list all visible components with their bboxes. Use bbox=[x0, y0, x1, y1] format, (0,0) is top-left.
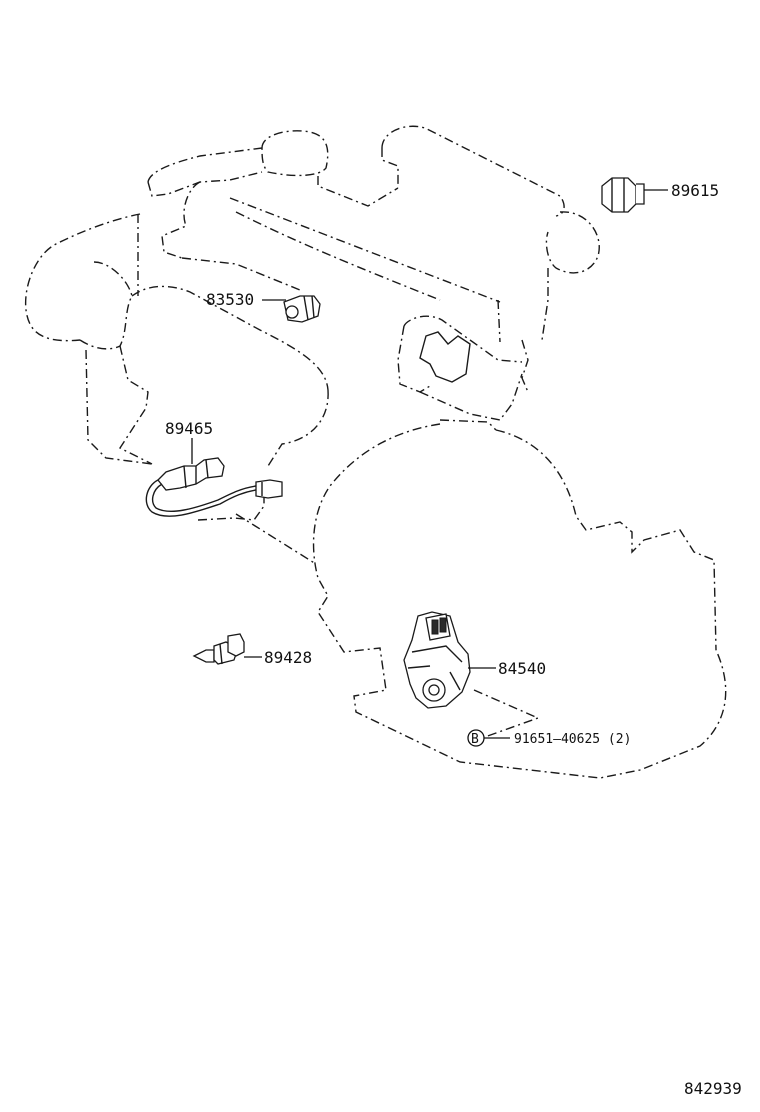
diagram-number: 842939 bbox=[684, 1079, 742, 1098]
engine-outline bbox=[25, 125, 727, 779]
bolt-marker-letter: B bbox=[471, 732, 479, 747]
part-label-89615[interactable]: 89615 bbox=[671, 181, 719, 200]
part-label-89428[interactable]: 89428 bbox=[264, 648, 312, 667]
part-89615-sensor[interactable] bbox=[601, 177, 645, 213]
part-83530-switch[interactable] bbox=[283, 295, 321, 323]
part-label-bolt-91651-40625[interactable]: 91651–40625 (2) bbox=[514, 732, 631, 747]
part-89465-oxygen-sensor[interactable] bbox=[145, 457, 283, 517]
bolt-marker-b[interactable]: B bbox=[467, 729, 485, 747]
part-84540-neutral-start-switch[interactable] bbox=[403, 611, 471, 709]
part-label-89465[interactable]: 89465 bbox=[165, 419, 213, 438]
part-label-83530[interactable]: 83530 bbox=[206, 290, 254, 309]
part-label-84540[interactable]: 84540 bbox=[498, 659, 546, 678]
part-89428-temperature-sensor[interactable] bbox=[192, 633, 245, 665]
